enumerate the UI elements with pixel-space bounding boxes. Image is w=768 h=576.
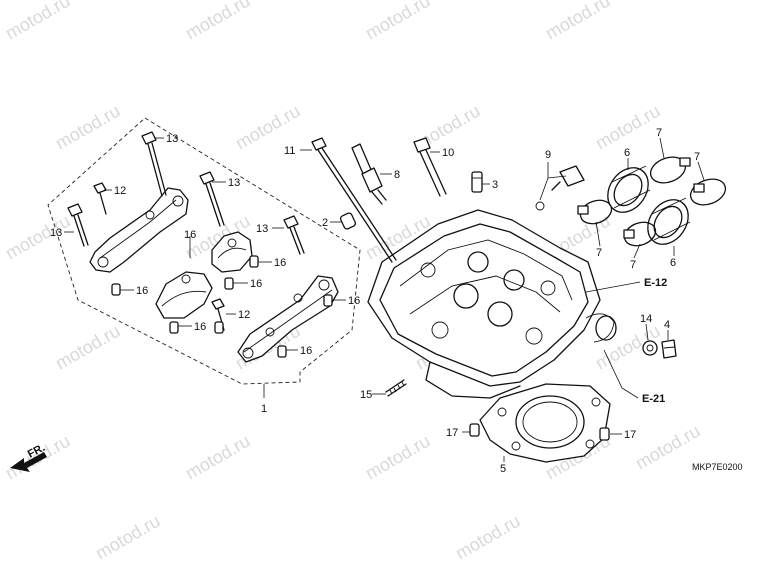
callout-7-leader <box>633 243 641 259</box>
callout-15: 15 <box>360 389 372 401</box>
callout-14-leader <box>645 323 649 341</box>
stud-bolt <box>385 379 407 397</box>
callout-1: 1 <box>261 403 267 415</box>
stud-sleeve <box>471 171 483 193</box>
camshaft-holder-short-bolt <box>93 182 107 215</box>
watermark-text: motod.ru <box>52 101 124 154</box>
watermark-text: motod.ru <box>542 0 614 43</box>
callout-9-leader <box>539 162 567 201</box>
intake-insulator <box>647 197 691 245</box>
callout-2: 2 <box>322 217 328 229</box>
watermark-text: motod.ru <box>362 0 434 43</box>
camshaft-holder-bolt <box>67 203 89 247</box>
callout-11: 11 <box>284 145 295 157</box>
sealing-washer-hole <box>646 344 654 352</box>
sealing-washer <box>642 340 658 356</box>
camshaft-holder-group-boundary <box>47 117 361 385</box>
gasket-dowel-pin <box>469 423 480 437</box>
callout-16: 16 <box>348 295 360 307</box>
watermark-layer: motod.ru motod.ru motod.ru motod.ru moto… <box>2 0 704 563</box>
front-direction-arrow <box>10 452 47 472</box>
watermark-text: motod.ru <box>2 0 74 43</box>
camshaft-holder-bolt <box>199 171 225 227</box>
watermark-text: motod.ru <box>362 431 434 484</box>
camshaft-holder-left-upper <box>89 187 189 273</box>
callout-16: 16 <box>194 321 206 333</box>
callout-4: 4 <box>664 319 670 331</box>
callout-9: 9 <box>545 149 551 161</box>
cylinder-head <box>367 209 617 399</box>
ref-e12-leader <box>585 281 641 293</box>
callout-5: 5 <box>500 463 506 475</box>
callout-17: 17 <box>624 429 636 441</box>
callout-10: 10 <box>442 147 454 159</box>
insulator-band-clamp <box>623 221 657 247</box>
gasket-dowel-pin <box>599 427 610 441</box>
watermark-text: motod.ru <box>592 101 664 154</box>
callout-14: 14 <box>640 313 652 325</box>
intake-insulator <box>607 165 651 213</box>
ref-e12-label: E-12 <box>644 277 667 289</box>
insulator-band-clamp <box>649 156 691 184</box>
ref-e21-leader <box>603 349 639 399</box>
insulator-band-clamp <box>577 199 613 225</box>
temperature-sensor <box>535 165 585 211</box>
watermark-text: motod.ru <box>182 431 254 484</box>
dowel-pin-group <box>111 255 333 358</box>
diagram-code: MKP7E0200 <box>692 462 743 472</box>
watermark-text: motod.ru <box>182 0 254 43</box>
callout-labels: 1 2 3 4 5 6 6 7 7 7 7 8 9 10 11 12 12 13… <box>50 127 700 475</box>
callout-13: 13 <box>50 227 62 239</box>
callout-8: 8 <box>394 169 400 181</box>
callout-3: 3 <box>492 179 498 191</box>
watermark-text: motod.ru <box>452 511 524 564</box>
callout-7: 7 <box>596 247 602 259</box>
camshaft-holder-right-lower <box>237 275 339 363</box>
watermark-text: motod.ru <box>2 211 74 264</box>
watermark-text: motod.ru <box>92 511 164 564</box>
callout-7: 7 <box>694 151 700 163</box>
head-bolt-long <box>413 137 447 197</box>
callout-13: 13 <box>228 177 240 189</box>
callout-16: 16 <box>136 285 148 297</box>
callout-7: 7 <box>630 259 636 271</box>
head-bolt-long <box>311 137 397 263</box>
callout-12: 12 <box>114 185 126 197</box>
collar <box>339 212 357 230</box>
camshaft-holder-left-lower <box>155 271 213 319</box>
callout-6: 6 <box>624 147 630 159</box>
callout-17: 17 <box>446 427 458 439</box>
callout-7-leader <box>595 221 601 247</box>
insulator-band-clamp <box>689 178 727 206</box>
callout-6: 6 <box>670 257 676 269</box>
callout-12: 12 <box>238 309 250 321</box>
cylinder-head-gasket <box>479 383 611 463</box>
camshaft-holder-bolt <box>283 215 305 255</box>
watermark-text: motod.ru <box>52 321 124 374</box>
ref-e21-label: E-21 <box>642 393 665 405</box>
callout-16: 16 <box>250 278 262 290</box>
callout-7: 7 <box>656 127 662 139</box>
callout-13: 13 <box>256 223 268 235</box>
callout-13: 13 <box>166 133 178 145</box>
callout-16: 16 <box>300 345 312 357</box>
callout-16: 16 <box>184 229 196 241</box>
callout-16: 16 <box>274 257 286 269</box>
callout-7-leader <box>659 137 665 159</box>
callout-7-leader <box>697 161 705 181</box>
plug-bolt <box>661 339 677 359</box>
spark-plug <box>351 143 387 205</box>
camshaft-holder-bolt <box>141 131 167 197</box>
